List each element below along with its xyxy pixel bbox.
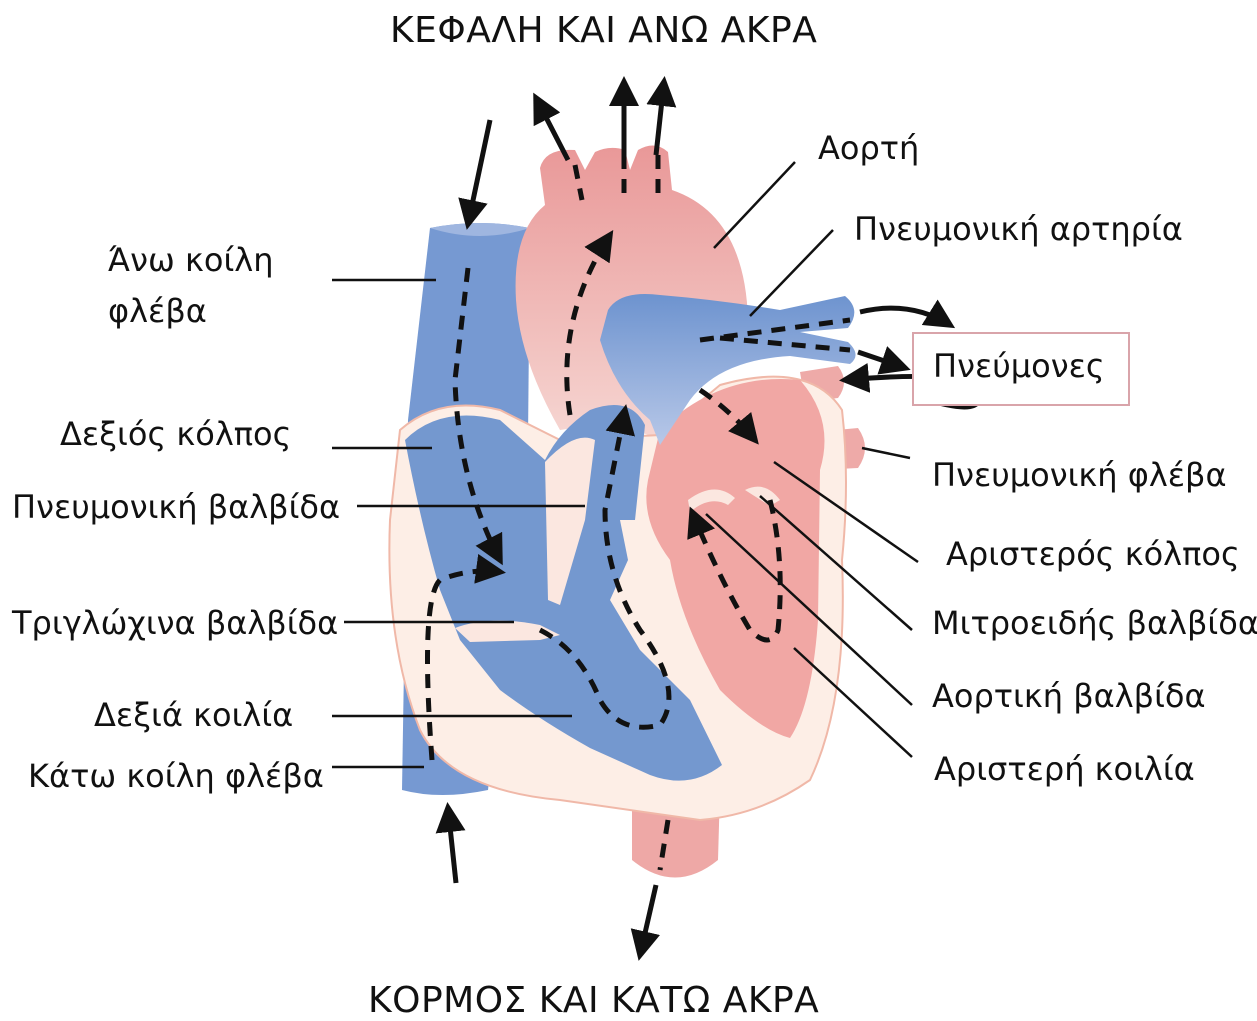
label-aortic-valve: Αορτική βαλβίδα [932,678,1206,715]
label-pulmonary-vein: Πνευμονική φλέβα [932,457,1227,494]
label-mitral-valve: Μιτροειδής βαλβίδα [932,605,1257,642]
label-inferior-vena-cava: Κάτω κοίλη φλέβα [28,758,324,795]
label-left-atrium: Αριστερός κόλπος [946,536,1240,573]
label-pulmonary-valve: Πνευμονική βαλβίδα [12,489,340,526]
label-right-atrium: Δεξιός κόλπος [60,416,291,453]
label-lungs: Πνεύμονες [933,348,1105,385]
label-superior-vena-cava-line2: φλέβα [108,293,207,330]
label-tricuspid-valve: Τριγλώχινα βαλβίδα [12,605,338,642]
label-right-ventricle: Δεξιά κοιλία [94,697,293,734]
title-head-upper-limbs: ΚΕΦΑΛΗ ΚΑΙ ΑΝΩ ΑΚΡΑ [390,10,817,51]
label-left-ventricle: Αριστερή κοιλία [934,751,1195,788]
label-superior-vena-cava-line1: Άνω κοίλη [108,242,273,279]
title-trunk-lower-limbs: ΚΟΡΜΟΣ ΚΑΙ ΚΑΤΩ ΑΚΡΑ [368,980,819,1021]
label-pulmonary-artery: Πνευμονική αρτηρία [854,211,1183,248]
label-aorta: Αορτή [818,130,919,167]
